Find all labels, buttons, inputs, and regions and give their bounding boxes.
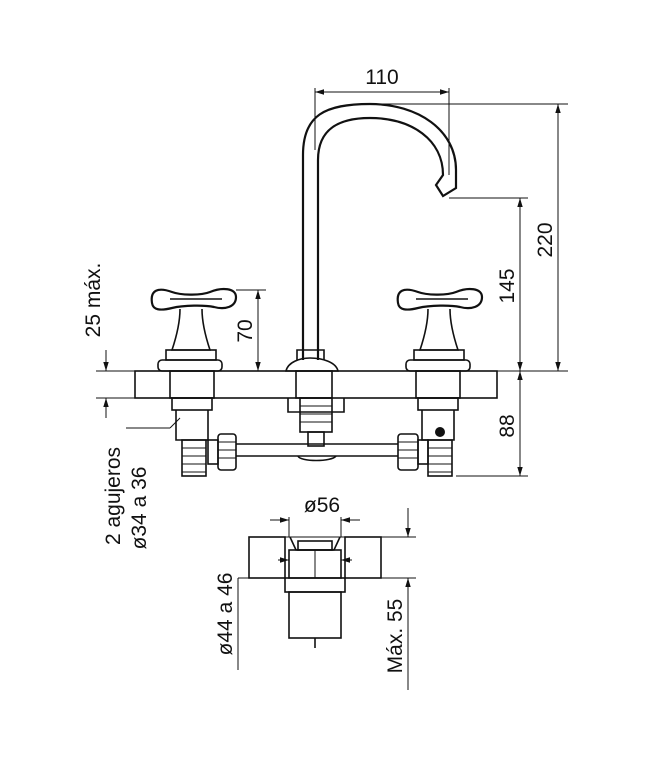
dim-hole-range-label: ø44 a 46 — [214, 573, 237, 656]
dim-below-deck-label: 88 — [496, 414, 519, 437]
dim-max-depth: Máx. 55 — [381, 508, 416, 690]
dim-total-height: 220 — [372, 103, 568, 372]
holes-diameter-label: ø34 a 36 — [128, 467, 151, 550]
gooseneck-spout — [285, 102, 458, 372]
valve-body-detail — [278, 536, 352, 648]
right-valve-body — [397, 370, 461, 477]
spout-shank-and-bridge — [236, 370, 398, 462]
holes-label: 2 agujeros — [102, 447, 125, 545]
dim-spout-reach-label: 110 — [365, 66, 398, 89]
dim-base-diameter-label: ø56 — [304, 494, 340, 517]
dim-base-diameter: ø56 — [270, 494, 360, 537]
countertop-section — [134, 370, 498, 399]
holes-leader: 2 agujeros ø34 a 36 — [102, 417, 181, 550]
dim-handle-height: 70 — [234, 289, 266, 371]
dim-deck-thickness-label: 25 máx. — [82, 263, 105, 338]
dim-spout-height-label: 145 — [496, 268, 519, 303]
dim-below-deck: 88 — [456, 371, 528, 477]
dim-spout-reach: 110 — [314, 66, 450, 175]
dim-hole-range: ø44 a 46 — [214, 573, 285, 670]
dim-handle-height-label: 70 — [234, 319, 257, 342]
dim-total-height-label: 220 — [534, 222, 557, 257]
dim-max-depth-label: Máx. 55 — [384, 599, 407, 674]
right-cross-handle — [396, 287, 484, 372]
faucet-front-view: 110 220 145 88 70 — [82, 66, 568, 549]
left-cross-handle — [150, 287, 238, 372]
installation-section-view: ø56 ø44 a 46 Máx. 55 — [214, 494, 416, 690]
dim-deck-thickness: 25 máx. — [82, 263, 170, 418]
left-valve-body — [169, 370, 237, 477]
dim-spout-height: 145 — [449, 197, 528, 371]
